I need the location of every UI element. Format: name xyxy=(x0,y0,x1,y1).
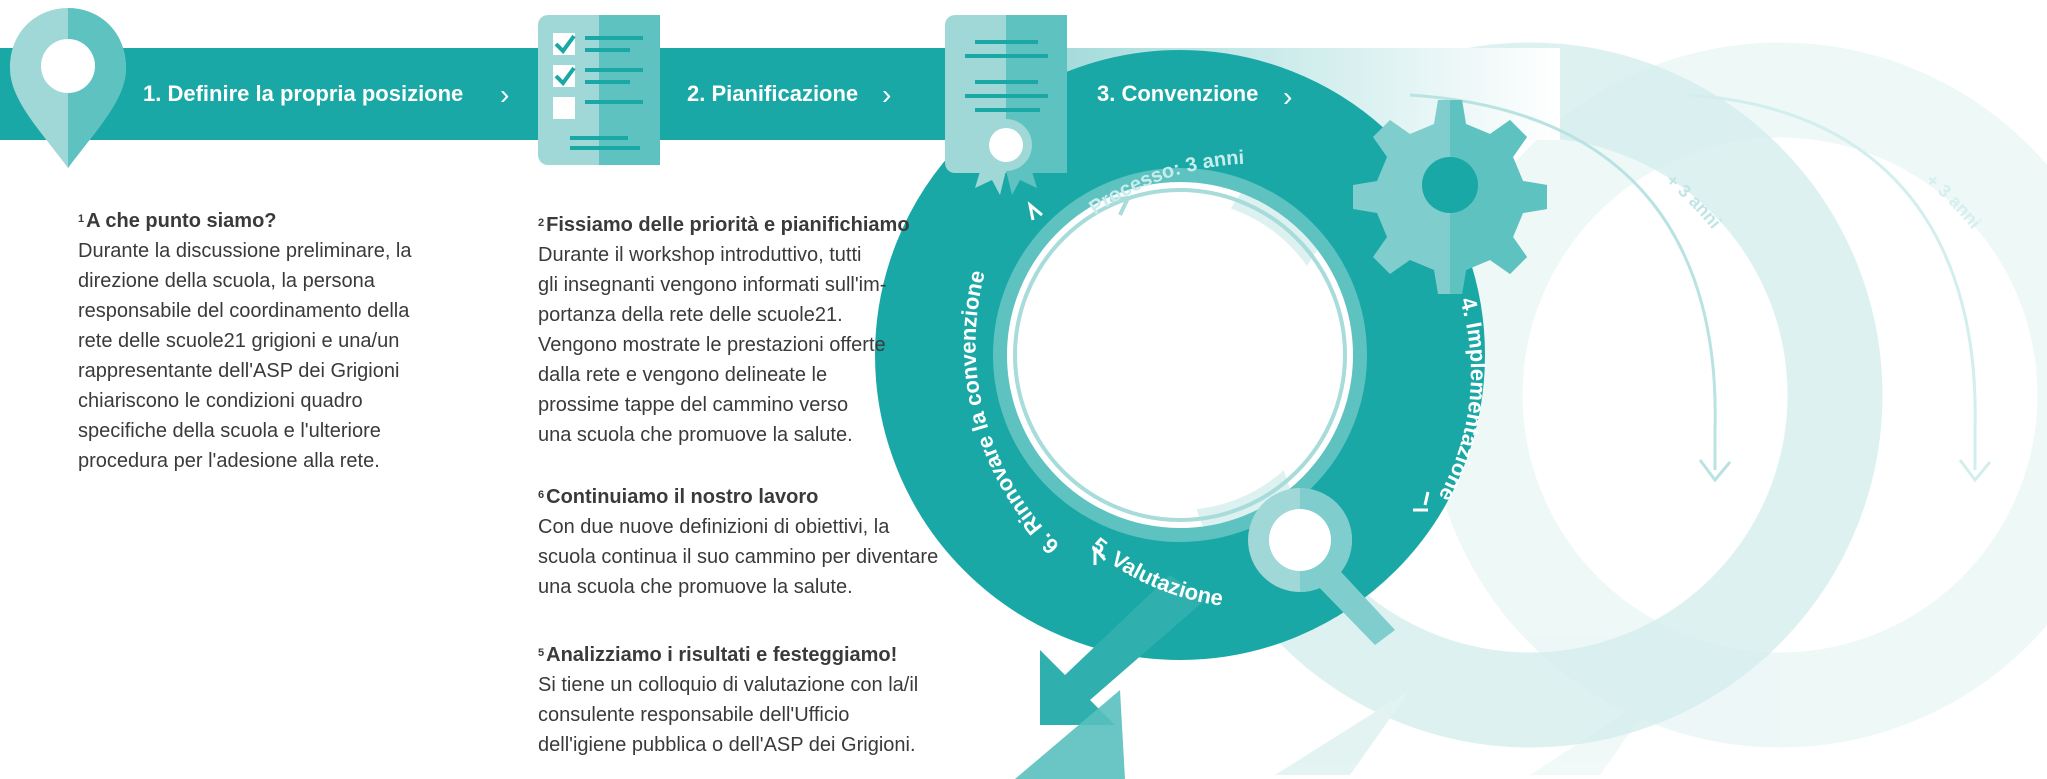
step2-chevron: › xyxy=(882,79,891,110)
step3-chevron: › xyxy=(1283,81,1292,112)
block2-line: prossime tappe del cammino verso xyxy=(538,394,849,416)
block2-line: dalla rete e vengono delineate le xyxy=(538,364,828,386)
block5-line: Si tiene un colloquio di valutazione con… xyxy=(538,674,919,696)
block1-line: procedura per l'adesione alla rete. xyxy=(78,450,380,472)
checklist-icon xyxy=(538,15,660,165)
magnifier-icon xyxy=(1248,488,1395,645)
block6-line: scuola continua il suo cammino per diven… xyxy=(538,546,939,568)
repeat-arrows xyxy=(1409,93,1992,483)
block1-line: specifiche della scuola e l'ulteriore xyxy=(78,420,381,442)
step1-label: 1. Definire la propria posizione xyxy=(143,81,463,106)
block1-line: direzione della scuola, la persona xyxy=(78,270,375,292)
block5-line: dell'igiene pubblica o dell'ASP dei Grig… xyxy=(538,734,916,756)
block2-line: portanza della rete delle scuole21. xyxy=(538,304,843,326)
block2-line: Durante il workshop introduttivo, tutti xyxy=(538,244,862,266)
block1-line: chiariscono le condizioni quadro xyxy=(78,390,363,412)
gear-icon xyxy=(1353,100,1547,294)
block2-line: gli insegnanti vengono informati sull'im… xyxy=(538,274,887,296)
exit-arrow xyxy=(1040,575,1205,725)
block2-line: una scuola che promuove la salute. xyxy=(538,424,853,446)
block1-line: rete delle scuole21 grigioni e una/un xyxy=(78,330,400,352)
map-pin-icon xyxy=(10,8,126,168)
block2-line: Vengono mostrate le prestazioni offerte xyxy=(538,334,886,356)
block1-line: Durante la discussione preliminare, la xyxy=(78,240,412,262)
step2-label: 2. Pianificazione xyxy=(687,81,858,106)
block1-line: responsabile del coordinamento della xyxy=(78,300,410,322)
block1-line: rappresentante dell'ASP dei Grigioni xyxy=(78,360,400,382)
block5-line: consulente responsabile dell'Ufficio xyxy=(538,704,850,726)
step3-label: 3. Convenzione xyxy=(1097,81,1258,106)
step1-chevron: › xyxy=(500,79,509,110)
certificate-icon xyxy=(945,15,1067,195)
block6-line: una scuola che promuove la salute. xyxy=(538,576,853,598)
block6-line: Con due nuove definizioni di obiettivi, … xyxy=(538,516,890,538)
ring-chevrons xyxy=(1027,201,1430,565)
